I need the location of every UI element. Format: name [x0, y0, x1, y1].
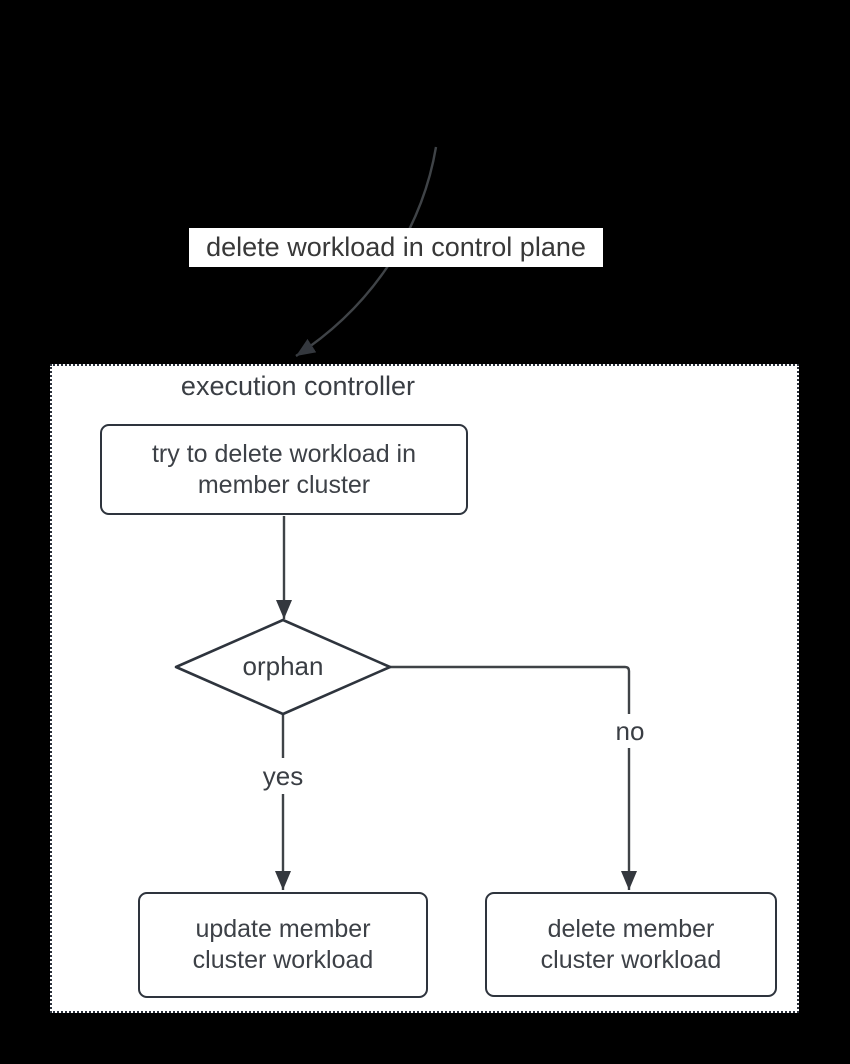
decision-label: orphan — [242, 651, 324, 681]
edge-label-no: no — [602, 714, 658, 748]
node-try-delete-workload-label: try to delete workload in member cluster — [151, 439, 417, 499]
node-update-member-workload-label: update member cluster workload — [192, 915, 374, 974]
node-try-delete-workload: try to delete workload in member cluster — [100, 424, 468, 515]
node-update-member-workload: update member cluster workload — [138, 892, 428, 998]
node-delete-member-workload-label: delete member cluster workload — [540, 914, 722, 974]
container-title: execution controller — [180, 371, 416, 401]
entry-label: delete workload in control plane — [189, 228, 603, 267]
node-delete-member-workload: delete member cluster workload — [485, 892, 777, 997]
edge-label-yes: yes — [255, 758, 311, 794]
